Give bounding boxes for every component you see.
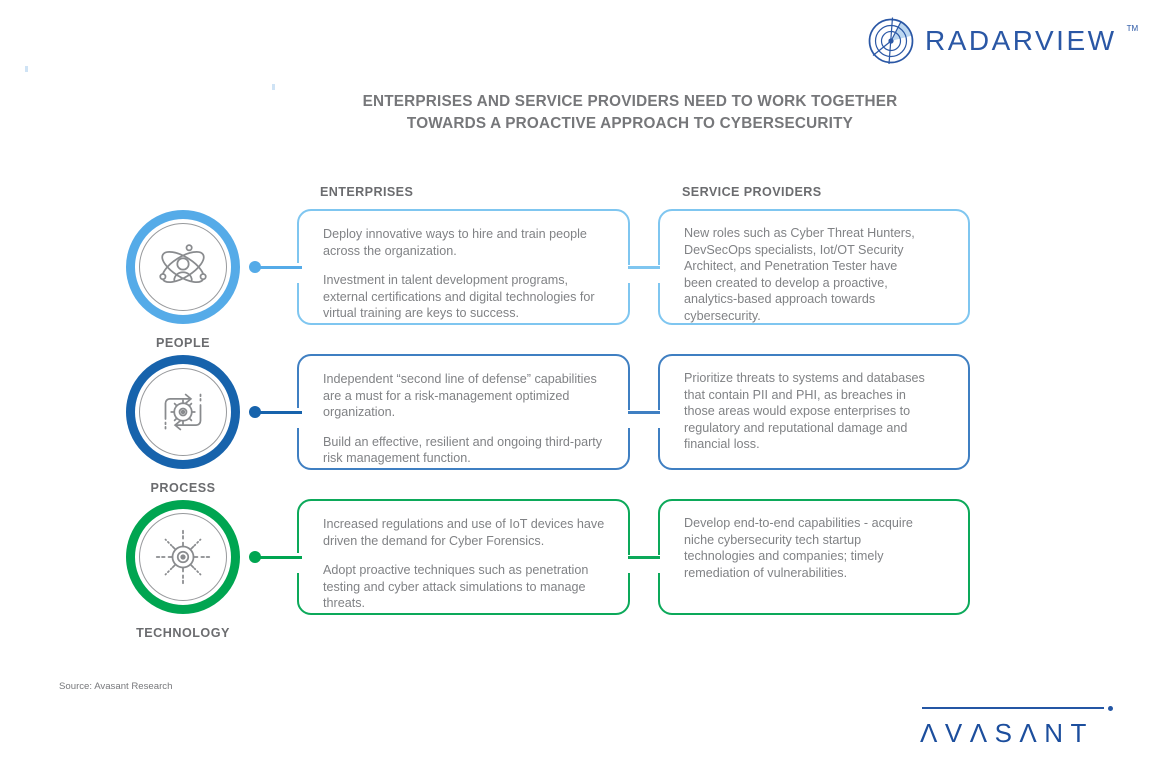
- technology-enterprise-text: Adopt proactive techniques such as penet…: [323, 563, 589, 611]
- artifact-speck: [272, 84, 275, 90]
- page-title: ENTERPRISES AND SERVICE PROVIDERS NEED T…: [280, 91, 980, 135]
- row-process: PROCESS Independent “second line of defe…: [0, 354, 1152, 495]
- process-enterprise-text: Build an effective, resilient and ongoin…: [323, 434, 603, 466]
- connector-line: [258, 266, 302, 269]
- technology-enterprise-box: Increased regulations and use of IoT dev…: [297, 499, 630, 615]
- row-technology: TECHNOLOGY Increased regulations and use…: [0, 499, 1152, 640]
- border-notch: [653, 410, 662, 428]
- avasant-logo-dot: [1108, 706, 1113, 711]
- avasant-logo: ΛVΛSΛNT: [920, 706, 1120, 749]
- box-connector-line: [628, 266, 660, 269]
- border-notch: [653, 555, 662, 573]
- process-inner-circle: [139, 368, 227, 456]
- technology-enterprise-text: Increased regulations and use of IoT dev…: [323, 517, 605, 548]
- radar-icon: [866, 16, 916, 66]
- gear-network-icon: [155, 529, 211, 585]
- border-notch: [653, 265, 662, 283]
- connector-line: [258, 556, 302, 559]
- radarview-trademark: TM: [1126, 24, 1139, 33]
- technology-provider-text: Develop end-to-end capabilities - acquir…: [684, 516, 913, 580]
- technology-label: TECHNOLOGY: [136, 626, 230, 640]
- technology-inner-circle: [139, 513, 227, 601]
- border-notch: [293, 553, 302, 573]
- people-enterprise-text: Deploy innovative ways to hire and train…: [323, 227, 587, 258]
- process-enterprise-box: Independent “second line of defense” cap…: [297, 354, 630, 470]
- people-inner-circle: [139, 223, 227, 311]
- people-enterprise-box: Deploy innovative ways to hire and train…: [297, 209, 630, 325]
- title-line2: TOWARDS A PROACTIVE APPROACH TO CYBERSEC…: [406, 115, 854, 133]
- process-enterprise-text: Independent “second line of defense” cap…: [323, 372, 597, 420]
- row-people: PEOPLE Deploy innovative ways to hire an…: [0, 209, 1152, 350]
- process-provider-box: Prioritize threats to systems and databa…: [658, 354, 970, 470]
- people-ring: [126, 210, 240, 324]
- connector-dot: [249, 406, 261, 418]
- border-notch: [625, 410, 634, 428]
- title-line1: ENTERPRISES AND SERVICE PROVIDERS NEED T…: [362, 93, 898, 110]
- border-notch: [293, 408, 302, 428]
- column-header-enterprises: ENTERPRISES: [320, 185, 414, 199]
- border-notch: [625, 555, 634, 573]
- process-ring: [126, 355, 240, 469]
- border-notch: [625, 265, 634, 283]
- people-label: PEOPLE: [155, 336, 211, 350]
- radarview-logo: RADARVIEW TM: [866, 16, 1138, 66]
- technology-provider-box: Develop end-to-end capabilities - acquir…: [658, 499, 970, 615]
- radarview-wordmark: RADARVIEW: [925, 25, 1117, 56]
- box-connector-line: [628, 556, 660, 559]
- connector-line: [258, 411, 302, 414]
- people-provider-box: New roles such as Cyber Threat Hunters, …: [658, 209, 970, 325]
- technology-ring: [126, 500, 240, 614]
- avasant-wordmark: ΛVΛSΛNT: [920, 718, 1094, 748]
- people-enterprise-text: Investment in talent development program…: [323, 273, 595, 321]
- avasant-logo-rule: [920, 706, 1120, 711]
- connector-dot: [249, 551, 261, 563]
- artifact-speck: [25, 66, 28, 72]
- border-notch: [293, 263, 302, 283]
- atom-person-icon: [155, 239, 211, 295]
- column-header-service-providers: SERVICE PROVIDERS: [682, 185, 822, 199]
- people-provider-text: New roles such as Cyber Threat Hunters, …: [684, 226, 915, 324]
- box-connector-line: [628, 411, 660, 414]
- process-label: PROCESS: [150, 481, 216, 495]
- process-provider-text: Prioritize threats to systems and databa…: [684, 371, 925, 452]
- gear-cycle-icon: [155, 384, 211, 440]
- source-note: Source: Avasant Research: [59, 681, 173, 692]
- connector-dot: [249, 261, 261, 273]
- avasant-logo-line: [922, 707, 1104, 709]
